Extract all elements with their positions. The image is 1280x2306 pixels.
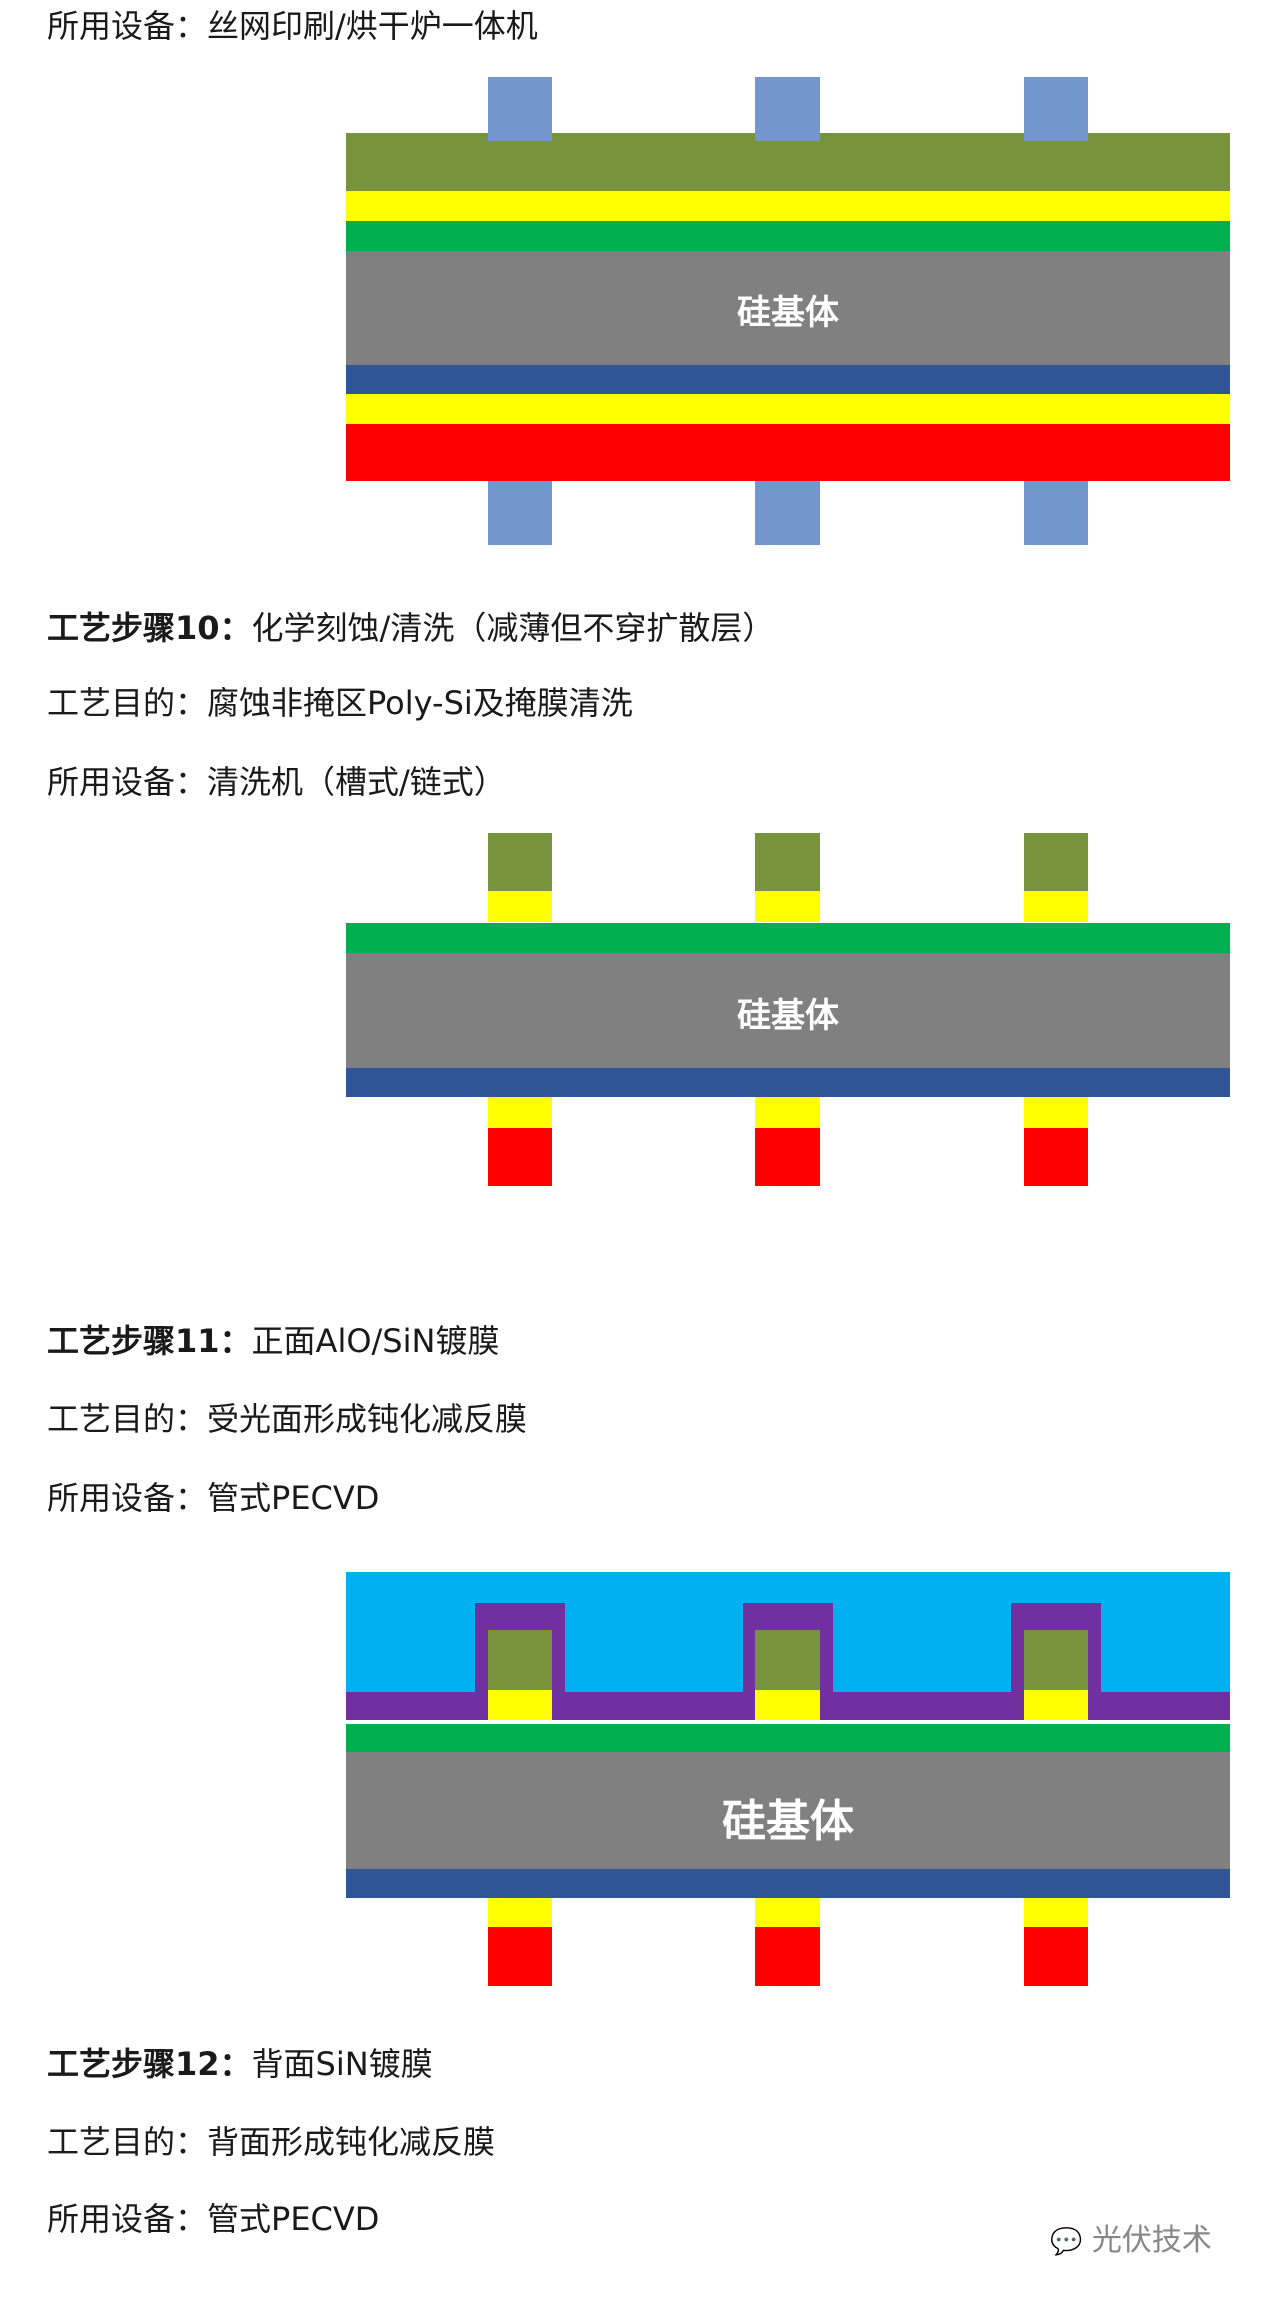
back-oxide-finger — [1024, 1898, 1088, 1927]
silicon-substrate — [346, 953, 1230, 1068]
watermark-text: 光伏技术 — [1091, 2223, 1212, 2258]
back-poly-finger — [755, 1927, 820, 1986]
value: 化学刻蚀/清洗（减薄但不穿扩散层） — [251, 609, 775, 647]
back-poly-finger — [1024, 1128, 1088, 1186]
substrate-label: 硅基体 — [737, 996, 839, 1036]
substrate-label: 硅基体 — [737, 293, 839, 333]
oxide-finger — [488, 1690, 552, 1720]
oxide-finger — [488, 891, 552, 922]
poly-finger — [755, 1630, 820, 1690]
value: 丝网印刷/烘干炉一体机 — [207, 7, 538, 45]
step11-purpose: 工艺目的：受光面形成钝化减反膜 — [47, 1399, 527, 1439]
wechat-icon: 💬 — [1050, 2227, 1083, 2257]
back-poly-finger — [1024, 1927, 1088, 1986]
poly-finger — [1024, 1630, 1088, 1690]
back-poly-finger — [488, 1128, 552, 1186]
back-oxide-finger — [488, 1898, 552, 1927]
step12-equipment: 所用设备：管式PECVD — [47, 2199, 379, 2239]
step10-purpose: 工艺目的：腐蚀非掩区Poly-Si及掩膜清洗 — [47, 683, 633, 723]
back-poly-finger — [488, 1927, 552, 1986]
label: 所用设备： — [47, 7, 208, 45]
label: 所用设备： — [47, 2200, 208, 2238]
label: 所用设备： — [47, 763, 208, 801]
poly-finger — [1024, 833, 1088, 891]
step11-equipment: 所用设备：管式PECVD — [47, 1478, 379, 1518]
back-electrode — [488, 481, 552, 545]
watermark: 💬 光伏技术 — [1050, 2215, 1212, 2259]
label: 工艺目的： — [47, 1400, 208, 1438]
back-layer — [346, 1068, 1230, 1097]
diffusion-layer — [346, 1724, 1230, 1752]
front-electrode — [755, 77, 820, 141]
silicon-substrate — [346, 1752, 1230, 1869]
value: 背面SiN镀膜 — [251, 2045, 433, 2083]
step12-purpose: 工艺目的：背面形成钝化减反膜 — [47, 2122, 495, 2162]
value: 背面形成钝化减反膜 — [207, 2123, 496, 2161]
label: 工艺步骤12： — [47, 2045, 252, 2083]
diffusion-layer — [346, 221, 1230, 251]
value: 管式PECVD — [207, 1479, 380, 1517]
front-electrode — [1024, 77, 1088, 141]
silicon-substrate — [346, 251, 1230, 365]
back-oxide-finger — [755, 1097, 820, 1128]
step10-title: 工艺步骤10：化学刻蚀/清洗（减薄但不穿扩散层） — [47, 608, 774, 648]
back-layer — [346, 365, 1230, 394]
label: 所用设备： — [47, 1479, 208, 1517]
front-electrode — [488, 77, 552, 141]
value: 清洗机（槽式/链式） — [207, 763, 506, 801]
oxide-finger — [1024, 891, 1088, 922]
back-electrode — [755, 481, 820, 545]
oxide-finger — [1024, 1690, 1088, 1720]
poly-finger — [488, 833, 552, 891]
label: 工艺步骤11： — [47, 1322, 252, 1360]
back-poly-finger — [755, 1128, 820, 1186]
back-oxide-finger — [488, 1097, 552, 1128]
intro-equipment: 所用设备：丝网印刷/烘干炉一体机 — [47, 6, 538, 46]
back-oxide-layer — [346, 394, 1230, 424]
step10-equipment: 所用设备：清洗机（槽式/链式） — [47, 762, 506, 802]
poly-si-layer — [346, 133, 1230, 191]
back-electrode — [1024, 481, 1088, 545]
poly-finger — [755, 833, 820, 891]
back-oxide-finger — [755, 1898, 820, 1927]
back-poly-layer — [346, 424, 1230, 481]
oxide-finger — [755, 1690, 820, 1720]
oxide-layer — [346, 191, 1230, 221]
label: 工艺目的： — [47, 2123, 208, 2161]
value: 腐蚀非掩区Poly-Si及掩膜清洗 — [207, 684, 633, 722]
substrate-label: 硅基体 — [722, 1796, 854, 1847]
poly-finger — [488, 1630, 552, 1690]
label: 工艺目的： — [47, 684, 208, 722]
diffusion-layer — [346, 923, 1230, 953]
step12-title: 工艺步骤12：背面SiN镀膜 — [47, 2044, 433, 2084]
oxide-finger — [755, 891, 820, 922]
back-layer — [346, 1869, 1230, 1898]
label: 工艺步骤10： — [47, 609, 252, 647]
back-oxide-finger — [1024, 1097, 1088, 1128]
value: 正面AlO/SiN镀膜 — [251, 1322, 500, 1360]
step11-title: 工艺步骤11：正面AlO/SiN镀膜 — [47, 1321, 499, 1361]
value: 受光面形成钝化减反膜 — [207, 1400, 528, 1438]
value: 管式PECVD — [207, 2200, 380, 2238]
